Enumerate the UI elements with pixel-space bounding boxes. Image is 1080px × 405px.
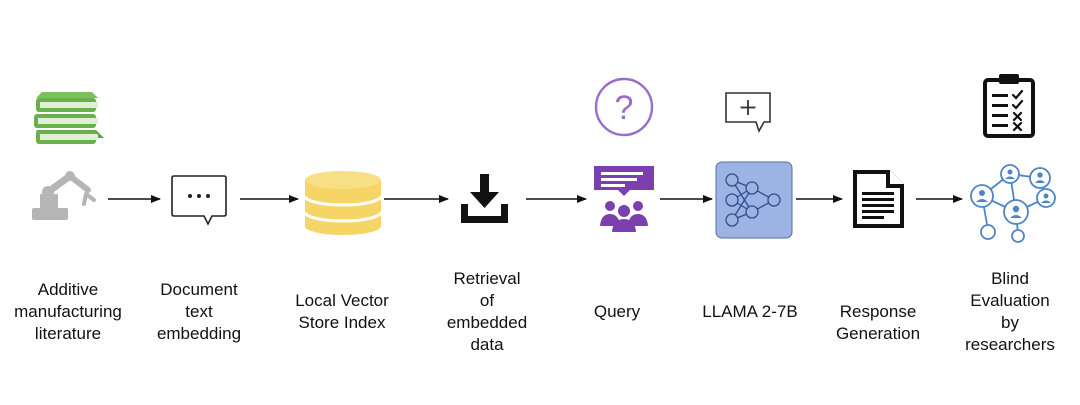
query-group-icon	[594, 166, 654, 232]
step-label-query: Query	[593, 302, 641, 321]
download-icon	[461, 174, 508, 223]
neural-network-icon	[715, 161, 793, 239]
document-icon	[853, 170, 904, 228]
clipboard-checklist-icon	[983, 74, 1035, 138]
robot-arm-icon	[32, 171, 96, 220]
chat-bubble-icon	[171, 175, 227, 226]
books-icon	[34, 92, 104, 144]
people-network-icon	[970, 164, 1056, 243]
database-icon	[303, 171, 383, 235]
add-comment-icon	[725, 92, 771, 133]
step-label-document-embedding: Document text embedding	[156, 280, 242, 343]
step-label-blind-evaluation: Blind Evaluation by researchers	[965, 269, 1055, 354]
svg-text:?: ?	[615, 89, 634, 127]
step-label-response-generation: Response Generation	[835, 302, 921, 343]
step-label-llama: LLAMA 2-7B	[702, 302, 798, 321]
step-label-retrieval: Retrieval of embedded data	[446, 269, 528, 354]
step-label-additive-literature: Additive manufacturing literature	[14, 280, 122, 343]
question-icon: ?	[594, 77, 654, 137]
step-label-vector-store: Local Vector Store Index	[295, 291, 389, 332]
